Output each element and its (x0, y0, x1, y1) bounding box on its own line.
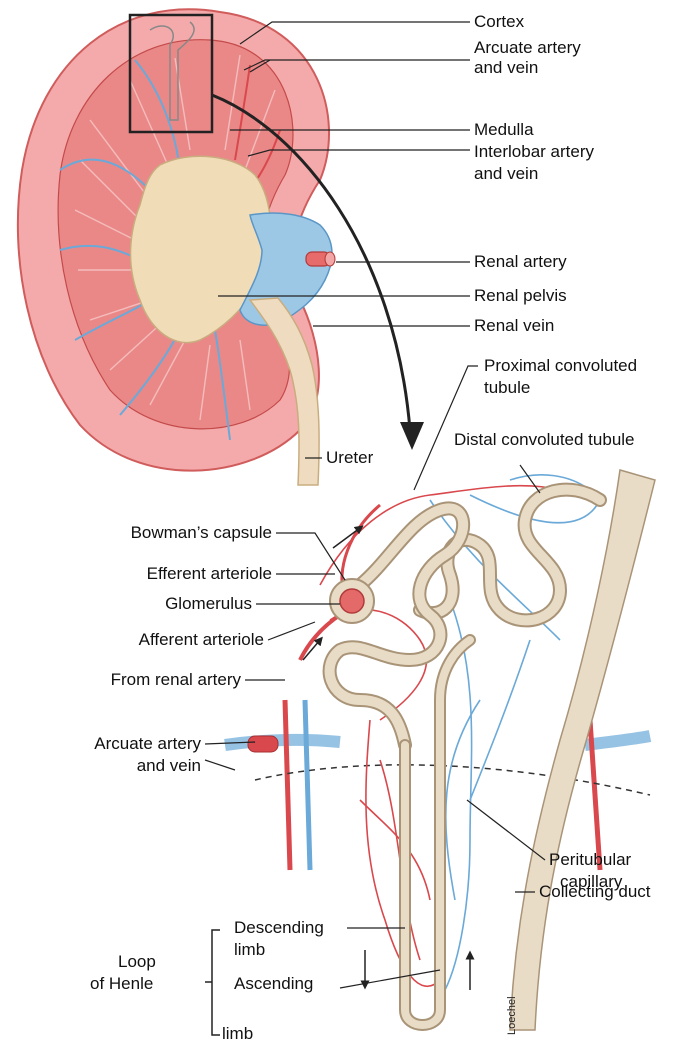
label-ascending-limb-line1: Ascending (234, 974, 313, 994)
label-from-renal-artery: From renal artery (40, 670, 241, 690)
label-arcuate-vein-top: and vein (474, 58, 538, 78)
label-ascending-limb-line2: limb (222, 1024, 253, 1044)
label-loop-line2: of Henle (90, 974, 153, 994)
label-proximal-line2: tubule (484, 378, 530, 398)
loop-bracket (212, 930, 220, 1035)
label-afferent-arteriole: Afferent arteriole (60, 630, 264, 650)
label-distal: Distal convoluted tubule (454, 430, 635, 450)
renal-artery (306, 252, 335, 266)
label-renal-artery: Renal artery (474, 252, 567, 272)
glomerulus (340, 589, 364, 613)
label-cortex: Cortex (474, 12, 524, 32)
label-interlobar-vein: and vein (474, 164, 538, 184)
label-bowmans-capsule: Bowman’s capsule (60, 523, 272, 543)
label-medulla: Medulla (474, 120, 534, 140)
label-descending-limb-line1: Descending (234, 918, 324, 938)
label-arcuate-artery-bottom: Arcuate artery (20, 734, 201, 754)
label-arcuate-vein-bottom: and vein (20, 756, 201, 776)
label-proximal-line1: Proximal convoluted (484, 356, 637, 376)
label-peritubular-line1: Peritubular (549, 850, 631, 870)
peritubular-network (320, 475, 600, 990)
label-interlobar-artery: Interlobar artery (474, 142, 594, 162)
label-descending-limb-line2: limb (234, 940, 265, 960)
label-ureter: Ureter (326, 448, 373, 468)
label-renal-vein: Renal vein (474, 316, 554, 336)
label-collecting-duct: Collecting duct (539, 882, 651, 902)
label-glomerulus: Glomerulus (60, 594, 252, 614)
signature-text: Loechel (506, 996, 518, 1035)
cortex-medulla-boundary (255, 765, 650, 795)
kidney-illustration (18, 9, 424, 485)
label-renal-pelvis: Renal pelvis (474, 286, 567, 306)
nephron-illustration (205, 470, 655, 1035)
label-loop-line1: Loop (118, 952, 156, 972)
label-arcuate-artery-top: Arcuate artery (474, 38, 581, 58)
label-efferent-arteriole: Efferent arteriole (60, 564, 272, 584)
